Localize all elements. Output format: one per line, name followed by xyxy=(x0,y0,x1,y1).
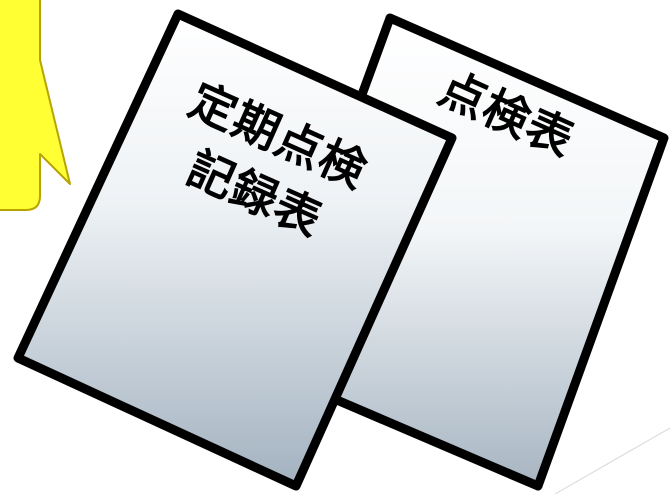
front-document: 定期点検 記録表 xyxy=(13,9,457,491)
decor-line xyxy=(554,427,670,494)
speech-callout xyxy=(0,0,71,211)
front-document-paper xyxy=(13,9,457,491)
